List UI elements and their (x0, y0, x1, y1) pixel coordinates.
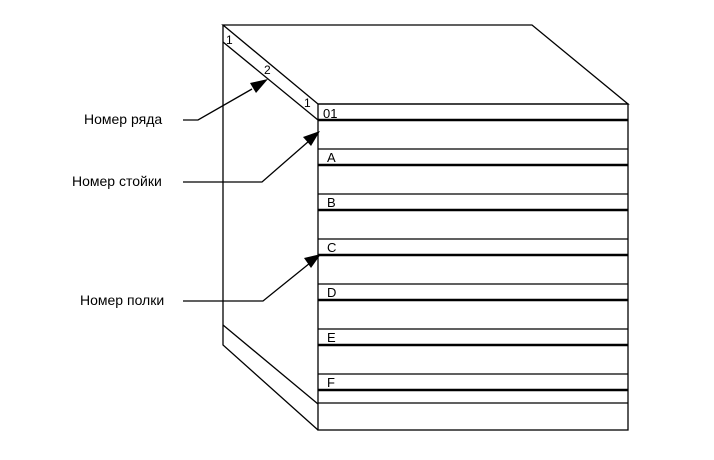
shelf-label-f: F (327, 375, 335, 390)
rack-number-label: 01 (323, 106, 337, 121)
callout-shelf-label: Номер полки (80, 292, 164, 308)
row-strip-base-line (222, 324, 319, 405)
row-strip-line (222, 41, 319, 121)
shelf-label-d: D (327, 285, 336, 300)
callout-shelf-arrowhead (304, 254, 321, 268)
callout-rack: Номер стойки (72, 131, 320, 189)
rack-front-face (317, 103, 629, 431)
callout-shelf-leader (183, 262, 311, 302)
shelf-label-a: A (327, 150, 336, 165)
row-number-label-2: 2 (264, 63, 271, 77)
shelf-group: A B C D E F (318, 118, 628, 404)
row-number-label-1: 1 (226, 33, 233, 47)
callout-row-leader (183, 88, 253, 121)
shelf-label-b: B (327, 195, 336, 210)
row-number-label-3: 1 (304, 96, 311, 110)
callout-row: Номер ряда (84, 79, 268, 127)
callout-shelf: Номер полки (80, 254, 321, 308)
rack-side-face (222, 25, 319, 431)
shelf-label-c: C (327, 240, 336, 255)
callout-rack-label: Номер стойки (72, 173, 162, 189)
callout-row-arrowhead (250, 79, 268, 93)
callout-rack-arrowhead (303, 131, 320, 146)
callout-rack-leader (183, 140, 310, 183)
rack-box (221, 24, 630, 431)
shelf-label-e: E (327, 330, 336, 345)
callout-row-label: Номер ряда (84, 111, 162, 127)
